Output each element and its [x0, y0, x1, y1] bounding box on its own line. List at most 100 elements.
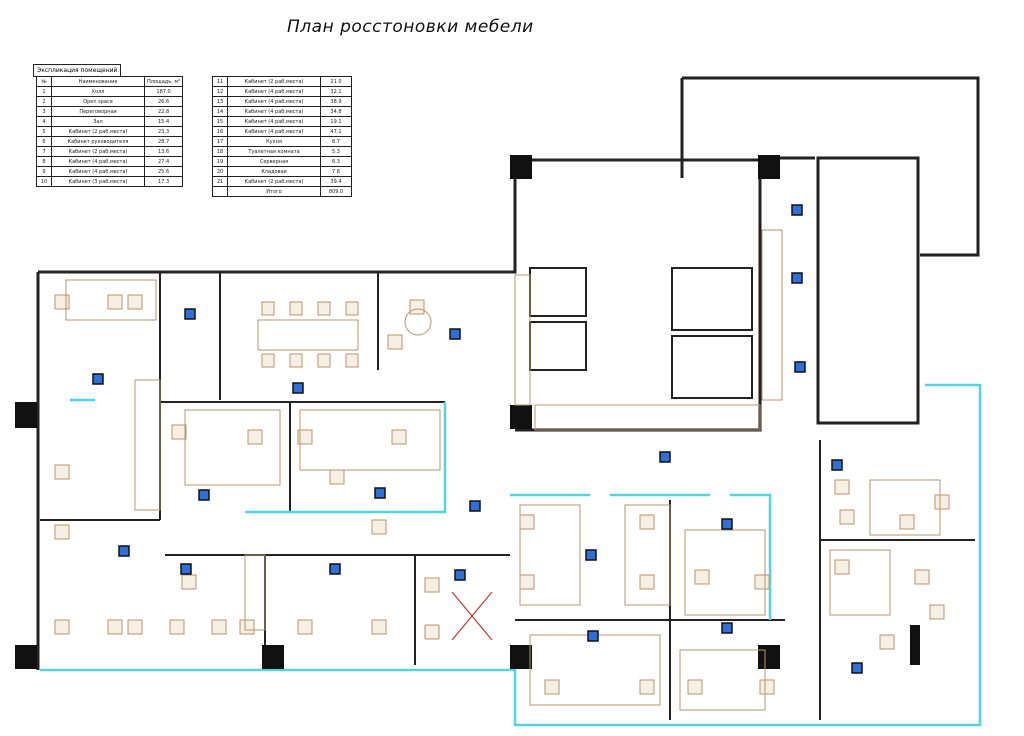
- chair-icon: [297, 429, 313, 445]
- chair-icon: [424, 577, 440, 593]
- chair-icon: [391, 429, 407, 445]
- desk-cluster: [869, 479, 941, 536]
- meeting-table: [257, 319, 359, 351]
- room-marker-icon: [794, 361, 806, 373]
- desk-cluster: [829, 549, 891, 616]
- wardrobe: [244, 554, 266, 631]
- room-marker-icon: [92, 373, 104, 385]
- desk-cluster: [184, 409, 281, 486]
- desk-cluster: [519, 504, 581, 606]
- chair-icon: [247, 429, 263, 445]
- chair-icon: [127, 619, 143, 635]
- room-marker-icon: [721, 622, 733, 634]
- chair-icon: [54, 464, 70, 480]
- room-marker-icon: [180, 563, 192, 575]
- room-marker-icon: [329, 563, 341, 575]
- chair-icon: [687, 679, 703, 695]
- chair-icon: [424, 624, 440, 640]
- chair-icon: [387, 334, 403, 350]
- meeting-chair-icon: [345, 353, 359, 368]
- room-marker-icon: [791, 272, 803, 284]
- chair-icon: [409, 299, 425, 315]
- chair-icon: [181, 574, 197, 590]
- chair-icon: [759, 679, 775, 695]
- chair-icon: [239, 619, 255, 635]
- chair-icon: [934, 494, 950, 510]
- desk-cluster: [679, 649, 766, 711]
- room-markers: [92, 204, 863, 674]
- wardrobe: [534, 404, 761, 431]
- chair-icon: [54, 294, 70, 310]
- desk-cluster: [624, 504, 671, 606]
- wardrobe: [134, 379, 161, 511]
- chair-icon: [834, 479, 850, 495]
- chair-icon: [297, 619, 313, 635]
- room-marker-icon: [791, 204, 803, 216]
- furniture-layer: [54, 229, 950, 711]
- chair-icon: [879, 634, 895, 650]
- glass-partitions: [40, 383, 982, 727]
- chair-icon: [639, 574, 655, 590]
- chair-icon: [639, 514, 655, 530]
- meeting-chair-icon: [289, 353, 303, 368]
- meeting-chair-icon: [289, 301, 303, 316]
- removed-furniture-cross: [451, 591, 493, 641]
- cell-area: 17.3: [143, 176, 184, 187]
- chair-icon: [839, 509, 855, 525]
- chair-icon: [754, 574, 770, 590]
- cell-area: 809.0: [320, 186, 352, 197]
- chair-icon: [107, 294, 123, 310]
- kitchen-unit: [761, 229, 783, 401]
- desk: [65, 279, 157, 321]
- room-marker-icon: [469, 500, 481, 512]
- room-marker-icon: [585, 549, 597, 561]
- room-marker-icon: [587, 630, 599, 642]
- plan-title: План росстоновки мебели: [287, 17, 534, 37]
- chair-icon: [519, 574, 535, 590]
- chair-icon: [54, 619, 70, 635]
- chair-icon: [371, 519, 387, 535]
- columns: [15, 155, 920, 669]
- chair-icon: [899, 514, 915, 530]
- chair-icon: [519, 514, 535, 530]
- room-marker-icon: [721, 518, 733, 530]
- meeting-chair-icon: [317, 301, 331, 316]
- meeting-chair-icon: [261, 301, 275, 316]
- room-marker-icon: [454, 569, 466, 581]
- room-marker-icon: [374, 487, 386, 499]
- room-marker-icon: [184, 308, 196, 320]
- chair-icon: [107, 619, 123, 635]
- chair-icon: [914, 569, 930, 585]
- chair-icon: [127, 294, 143, 310]
- chair-icon: [211, 619, 227, 635]
- room-marker-icon: [831, 459, 843, 471]
- room-marker-icon: [118, 545, 130, 557]
- room-marker-icon: [292, 382, 304, 394]
- chair-icon: [171, 424, 187, 440]
- room-marker-icon: [449, 328, 461, 340]
- chair-icon: [929, 604, 945, 620]
- chair-icon: [54, 524, 70, 540]
- meeting-chair-icon: [317, 353, 331, 368]
- chair-icon: [169, 619, 185, 635]
- exterior-walls: [36, 76, 980, 670]
- chair-icon: [371, 619, 387, 635]
- chair-icon: [544, 679, 560, 695]
- chair-icon: [639, 679, 655, 695]
- room-marker-icon: [198, 489, 210, 501]
- chair-icon: [694, 569, 710, 585]
- wardrobe: [514, 274, 531, 406]
- round-table: [404, 308, 432, 336]
- room-marker-icon: [659, 451, 671, 463]
- desk-cluster: [684, 529, 766, 616]
- meeting-chair-icon: [345, 301, 359, 316]
- chair-icon: [834, 559, 850, 575]
- room-marker-icon: [851, 662, 863, 674]
- meeting-chair-icon: [261, 353, 275, 368]
- desk-cluster: [299, 409, 441, 471]
